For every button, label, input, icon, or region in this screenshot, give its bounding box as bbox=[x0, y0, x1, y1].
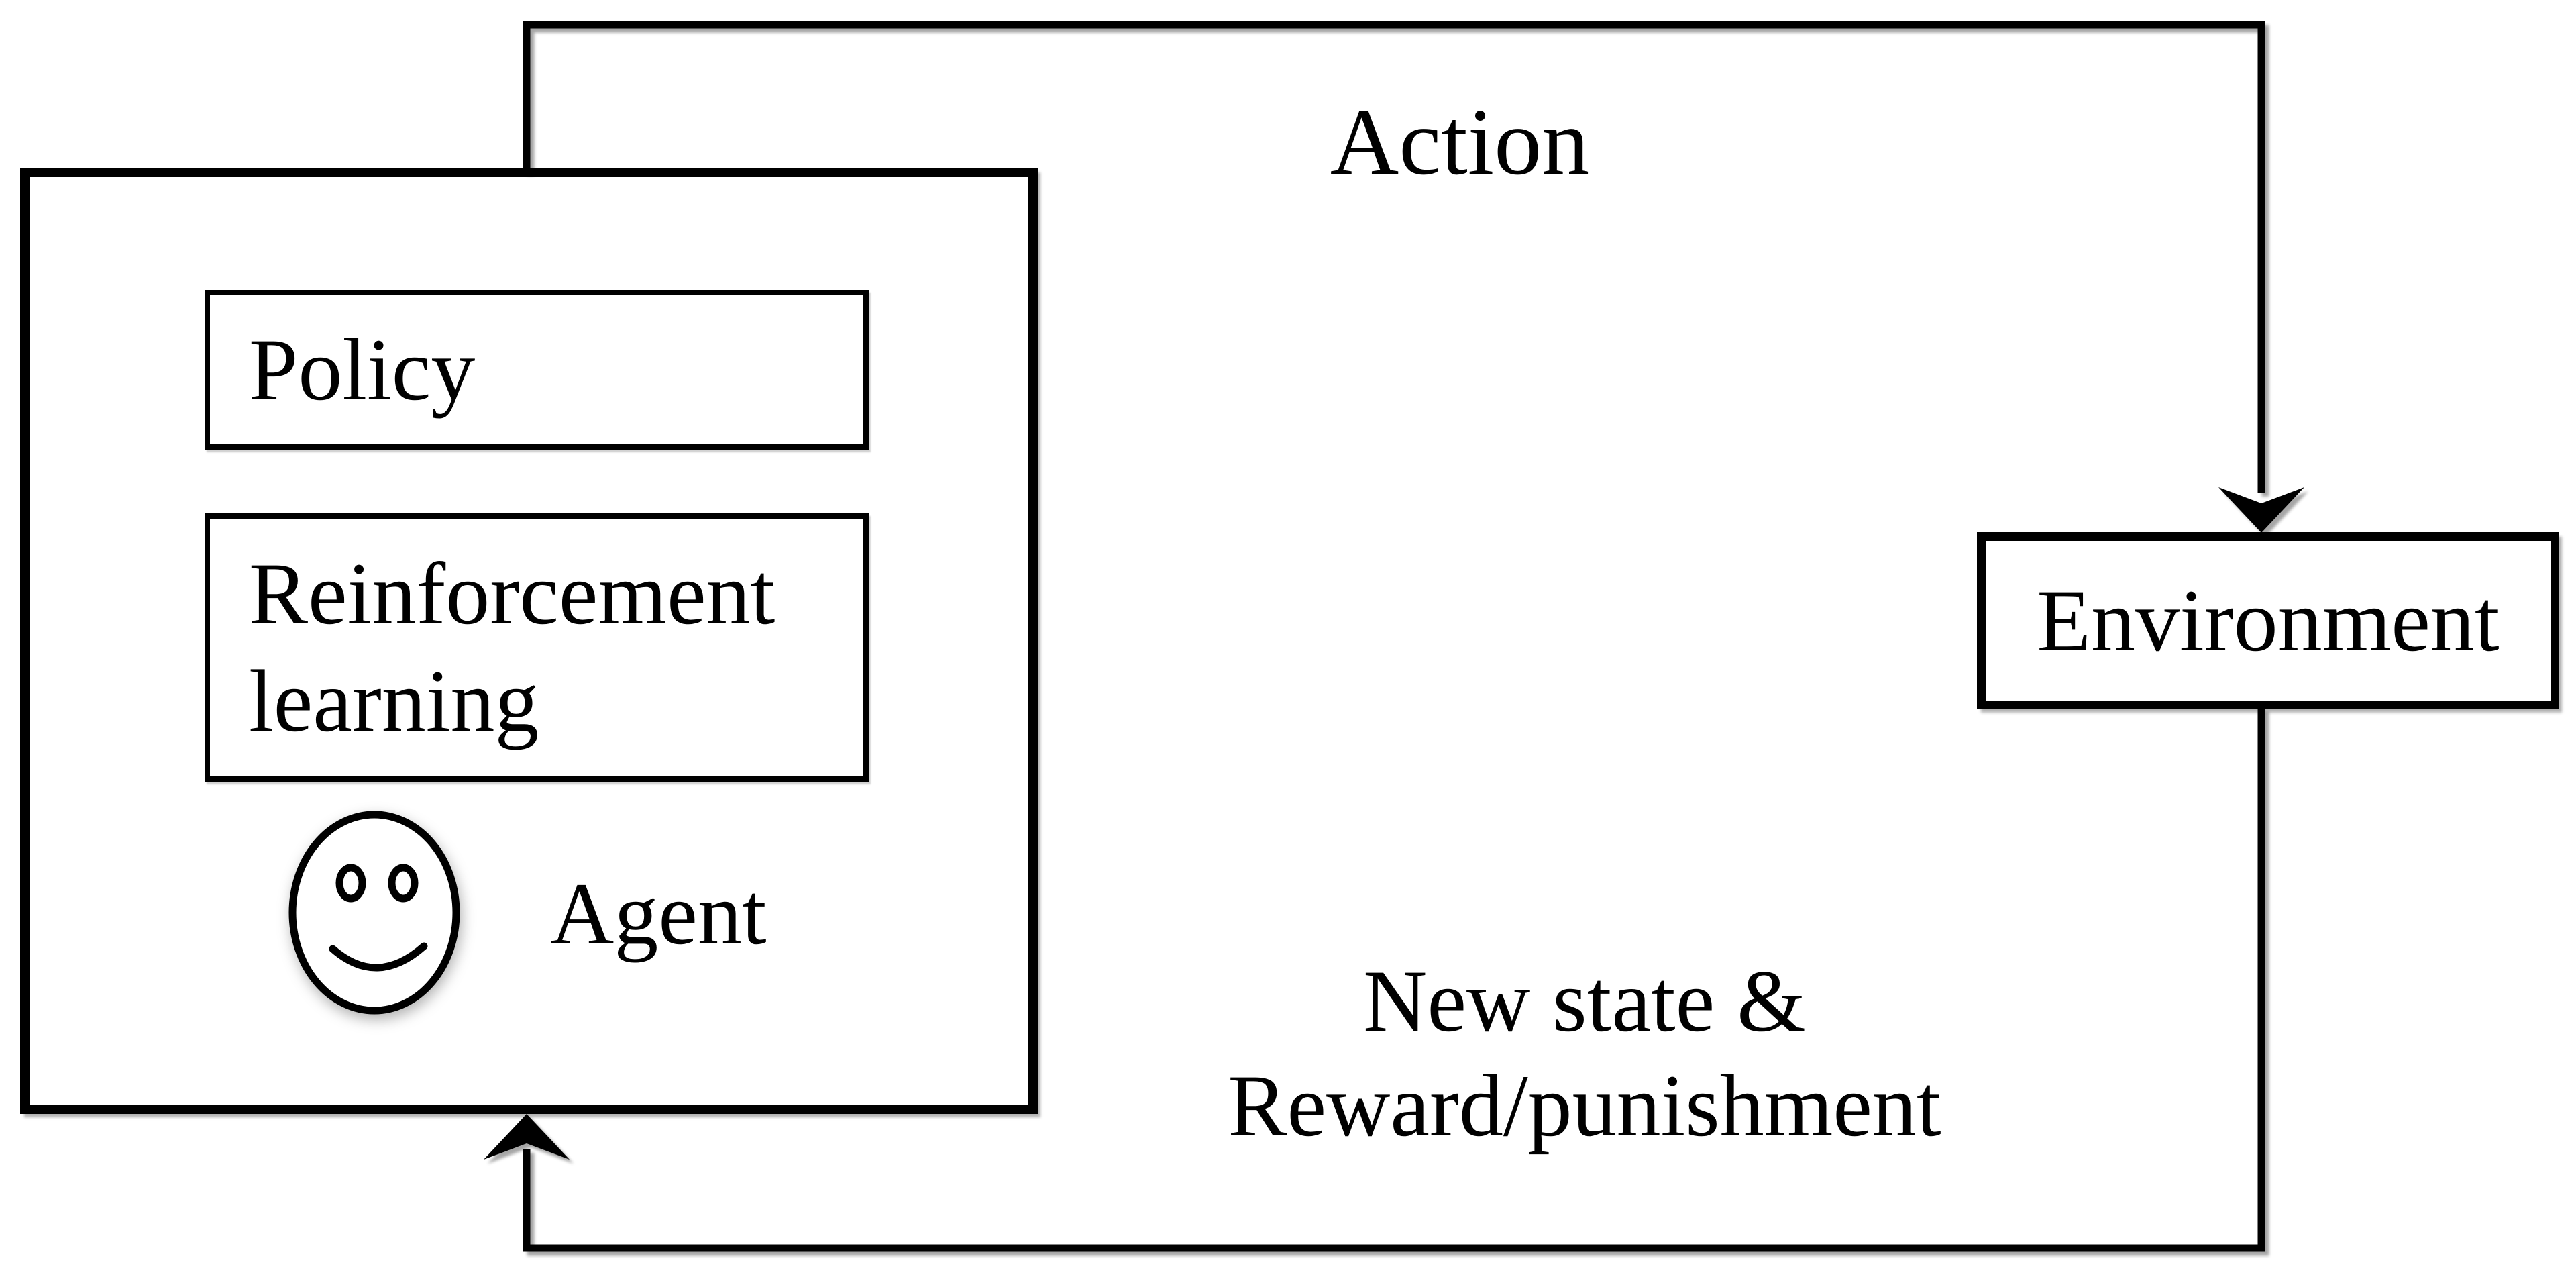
smiley-head bbox=[288, 811, 460, 1015]
action-connector-line bbox=[523, 21, 2265, 493]
smiley-right-eye bbox=[388, 864, 419, 903]
agent-label: Agent bbox=[550, 864, 767, 963]
environment-label: Environment bbox=[2037, 571, 2500, 670]
arrowhead-up-icon bbox=[484, 1114, 570, 1160]
reinforcement-learning-label: Reinforcement learning bbox=[249, 544, 775, 750]
policy-box: Policy bbox=[205, 290, 869, 450]
policy-label: Policy bbox=[249, 320, 476, 419]
environment-box: Environment bbox=[1977, 532, 2559, 709]
feedback-label-line1: New state & bbox=[1363, 952, 1806, 1050]
action-loop-arrow bbox=[523, 21, 2304, 533]
agent-box bbox=[20, 168, 1038, 1114]
arrowhead-down-icon bbox=[2218, 487, 2304, 533]
feedback-label-line2: Reward/punishment bbox=[1228, 1056, 1941, 1155]
feedback-loop-arrow bbox=[484, 708, 2265, 1252]
reinforcement-learning-box: Reinforcement learning bbox=[205, 513, 869, 782]
smiley-face-icon bbox=[288, 811, 460, 1015]
feedback-connector-line bbox=[523, 708, 2265, 1252]
feedback-label: New state & Reward/punishment bbox=[1214, 949, 1955, 1158]
action-label: Action bbox=[1330, 89, 1590, 195]
smiley-mouth bbox=[329, 942, 428, 972]
smiley-left-eye bbox=[335, 864, 366, 903]
